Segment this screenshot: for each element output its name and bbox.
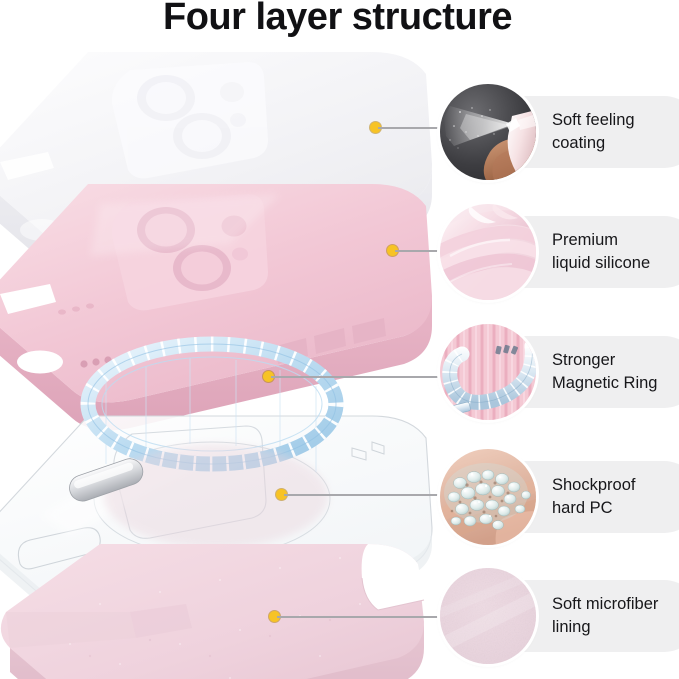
pc-pellets-photo-icon <box>440 449 536 545</box>
callout-line-1: Stronger <box>552 351 616 369</box>
pink-silicone-swirl-photo-icon <box>440 204 536 300</box>
leader-dot-magnet <box>263 371 274 382</box>
microfiber-texture-photo-icon <box>440 568 536 664</box>
spray-coating-photo-icon <box>440 84 536 180</box>
leader-line-silicone <box>395 250 452 252</box>
exploded-case-illustration <box>0 44 450 679</box>
callout-line-1: Premium <box>552 231 619 249</box>
leader-line-coating <box>378 127 452 129</box>
callout-line-1: Shockproof <box>552 476 636 494</box>
callout-line-2: liquid silicone <box>552 254 651 272</box>
magnetic-ring-photo-icon <box>440 324 536 420</box>
leader-dot-hardpc <box>276 489 287 500</box>
leader-line-hardpc <box>284 494 452 496</box>
leader-dot-silicone <box>387 245 398 256</box>
callout-line-2: lining <box>552 618 591 636</box>
page-title: Four layer structure <box>163 0 513 38</box>
leader-line-microfiber <box>277 616 452 618</box>
callout-line-2: coating <box>552 134 606 152</box>
leader-dot-coating <box>370 122 381 133</box>
leader-dot-microfiber <box>269 611 280 622</box>
callout-line-1: Soft microfiber <box>552 595 659 613</box>
callout-line-2: hard PC <box>552 499 613 517</box>
callout-line-2: Magnetic Ring <box>552 374 658 392</box>
callout-line-1: Soft feeling <box>552 111 635 129</box>
leader-line-magnet <box>271 376 452 378</box>
